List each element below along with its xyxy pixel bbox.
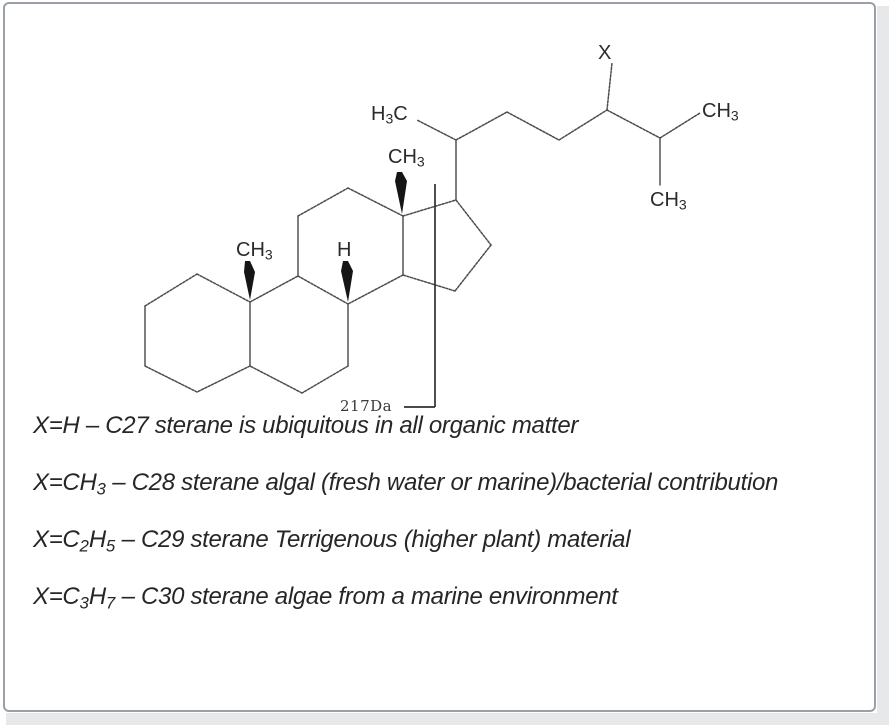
- page-margin-bottom: [6, 713, 889, 725]
- text-run: C: [393, 103, 408, 125]
- bond-line: [144, 365, 198, 393]
- subscript-text: 3: [385, 110, 394, 127]
- annotation-line-c29: X=C2H5 – C29 sterane Terrigenous (higher…: [33, 526, 631, 557]
- text-run: X: [598, 42, 612, 64]
- text-run: – C29 sterane Terrigenous (higher plant)…: [115, 526, 631, 553]
- text-run: H: [88, 526, 106, 553]
- subscript-text: 2: [79, 536, 89, 556]
- text-run: X=C: [33, 583, 80, 610]
- page-margin-right: [877, 6, 889, 725]
- text-run: CH: [236, 239, 265, 261]
- bond-line: [144, 273, 198, 307]
- subscript-text: 3: [96, 479, 106, 499]
- wedge-bond: [341, 261, 353, 302]
- bond-line: [558, 109, 608, 141]
- text-run: H: [371, 103, 386, 125]
- bond-line: [402, 274, 456, 292]
- bond-line: [347, 187, 404, 217]
- bond-line: [249, 365, 303, 394]
- subscript-text: 3: [730, 107, 739, 124]
- text-run: H: [88, 583, 106, 610]
- text-run: H: [337, 239, 352, 261]
- annotation-line-c28: X=CH3 – C28 sterane algal (fresh water o…: [33, 469, 778, 500]
- text-run: – C28 sterane algal (fresh water or mari…: [105, 469, 779, 496]
- subscript-text: 3: [79, 593, 89, 613]
- methyl-ch3-chain-lower-label: CH3: [650, 190, 687, 212]
- bond-line: [659, 112, 701, 139]
- substituent-x-label: X: [598, 43, 611, 63]
- subscript-text: 3: [416, 153, 425, 170]
- text-run: X=H – C27 sterane is ubiquitous in all o…: [33, 412, 579, 439]
- subscript-text: 5: [105, 536, 116, 556]
- wedge-bond: [395, 172, 407, 214]
- bond-line: [606, 62, 613, 111]
- bond-line: [347, 274, 404, 305]
- subscript-text: 3: [264, 246, 273, 263]
- text-run: CH: [388, 146, 417, 168]
- annotation-line-c30: X=C3H7 – C30 sterane algae from a marine…: [33, 583, 618, 614]
- bond-line: [455, 199, 492, 246]
- bond-line: [455, 111, 508, 141]
- bond-line: [416, 119, 457, 141]
- bond-line: [402, 199, 457, 217]
- bond-line: [506, 111, 560, 141]
- methyl-ch3-c13-label: CH3: [388, 147, 425, 169]
- text-run: CH: [702, 100, 731, 122]
- text-run: – C30 sterane algae from a marine enviro…: [115, 583, 618, 610]
- methyl-h3c-label: H3C: [371, 104, 408, 126]
- subscript-text: 7: [105, 593, 116, 613]
- bond-line: [454, 244, 492, 292]
- methyl-ch3-chain-upper-label: CH3: [702, 101, 739, 123]
- methyl-ch3-c10-label: CH3: [236, 240, 273, 262]
- hydrogen-c8-label: H: [337, 240, 351, 260]
- bond-line: [297, 187, 349, 217]
- bond-line: [196, 365, 251, 393]
- text-run: X=CH: [33, 469, 97, 496]
- fragment-mass-label: 217Da: [340, 397, 393, 415]
- text-run: CH: [650, 189, 679, 211]
- bond-line: [196, 273, 251, 303]
- subscript-text: 3: [678, 196, 687, 213]
- bond-line: [606, 109, 661, 139]
- bond-line: [249, 275, 299, 303]
- wedge-bond: [244, 261, 255, 300]
- bond-line: [301, 365, 349, 394]
- annotation-line-c27: X=H – C27 sterane is ubiquitous in all o…: [33, 412, 578, 441]
- bond-line: [297, 275, 349, 305]
- text-run: X=C: [33, 526, 80, 553]
- figure-frame: [3, 2, 876, 712]
